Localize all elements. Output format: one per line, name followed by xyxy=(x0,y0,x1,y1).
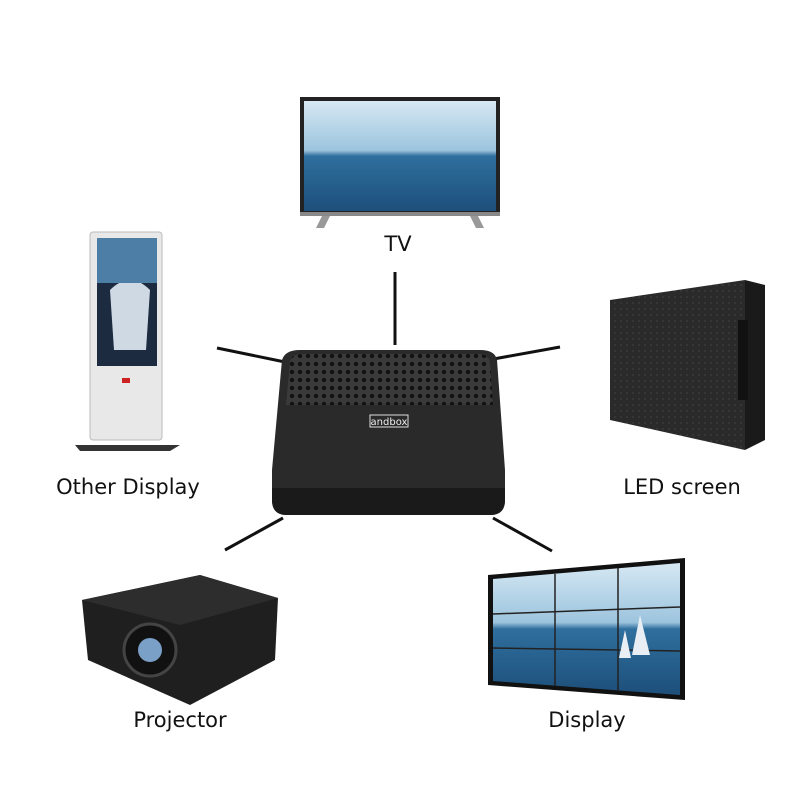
connector-lines xyxy=(216,272,561,553)
display-image xyxy=(488,558,685,700)
device-label-other-display: Other Display xyxy=(56,475,200,499)
other-display-image xyxy=(75,231,180,451)
led-screen-image xyxy=(610,280,765,450)
projector-image xyxy=(82,575,278,705)
media-player-box-image: andbox xyxy=(272,350,505,515)
tv-image xyxy=(300,97,500,228)
device-label-led-screen: LED screen xyxy=(623,475,741,499)
device-label-tv: TV xyxy=(384,232,412,256)
connector-projector xyxy=(224,516,284,552)
device-label-projector: Projector xyxy=(133,708,227,732)
connector-led-screen xyxy=(487,345,561,362)
connector-display xyxy=(492,516,553,553)
connector-other-display xyxy=(216,346,286,364)
hub-logo: andbox xyxy=(371,417,408,428)
device-label-display: Display xyxy=(548,708,626,732)
